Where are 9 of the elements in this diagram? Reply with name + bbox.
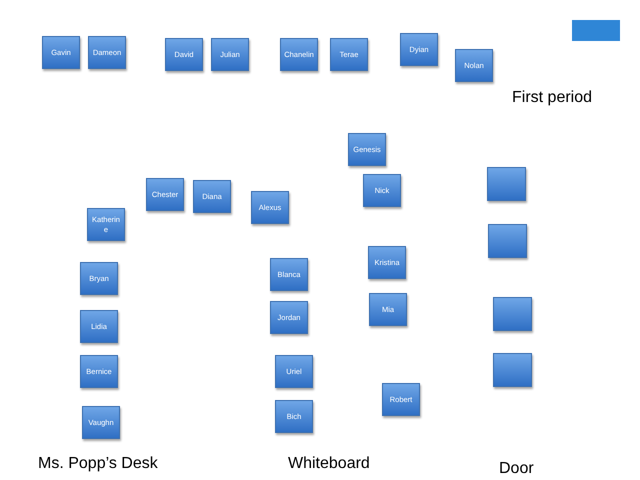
- period-label: First period: [512, 89, 592, 107]
- door-label: Door: [499, 460, 534, 478]
- corner-bar: [572, 20, 620, 41]
- empty-desk: [487, 167, 526, 201]
- empty-desk: [488, 224, 527, 258]
- whiteboard-label: Whiteboard: [288, 455, 370, 473]
- empty-desk: [493, 353, 532, 387]
- empty-desk: [493, 297, 532, 331]
- desk-label: Ms. Popp’s Desk: [38, 455, 158, 473]
